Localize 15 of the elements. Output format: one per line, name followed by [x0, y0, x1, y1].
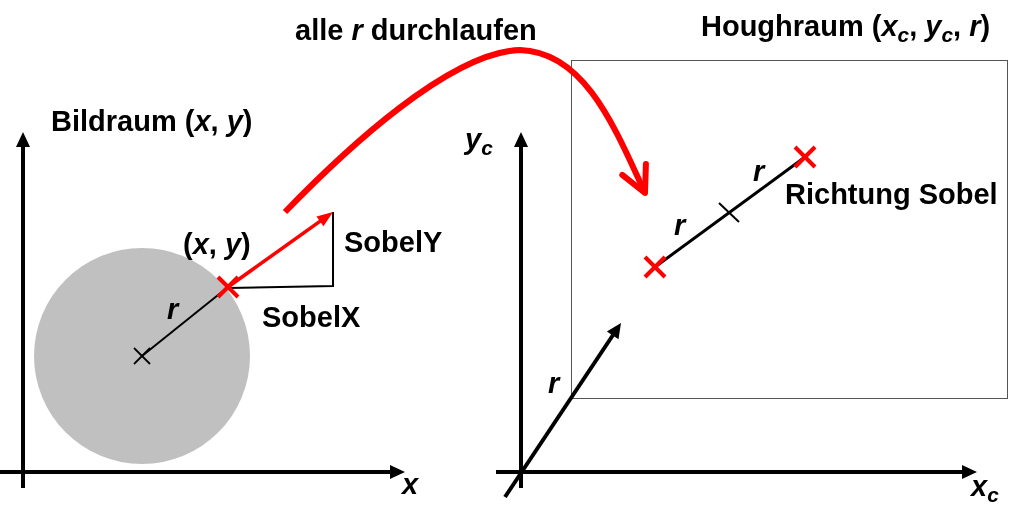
curved-arrow — [282, 47, 649, 215]
axis-label: y$_{c}$ — [465, 125, 493, 154]
axis-label: x$_{c}$ — [971, 472, 999, 501]
component-label: SobelY — [344, 228, 443, 257]
radius-label: r — [674, 211, 686, 240]
radius-label: r — [753, 157, 765, 186]
space-heading: Houghraum (x$_{c}$, y$_{c}$, r) — [701, 12, 991, 41]
component-label: SobelX — [262, 303, 361, 332]
space-heading: Bildraum (x, y) — [51, 107, 253, 136]
axis-label: x — [402, 470, 419, 499]
point-label: (x, y) — [183, 230, 251, 259]
edge-label: alle r durchlaufen — [295, 16, 537, 45]
axis-label: r — [548, 369, 560, 398]
radius-label: r — [167, 295, 179, 324]
direction-label: Richtung Sobel — [785, 180, 998, 209]
